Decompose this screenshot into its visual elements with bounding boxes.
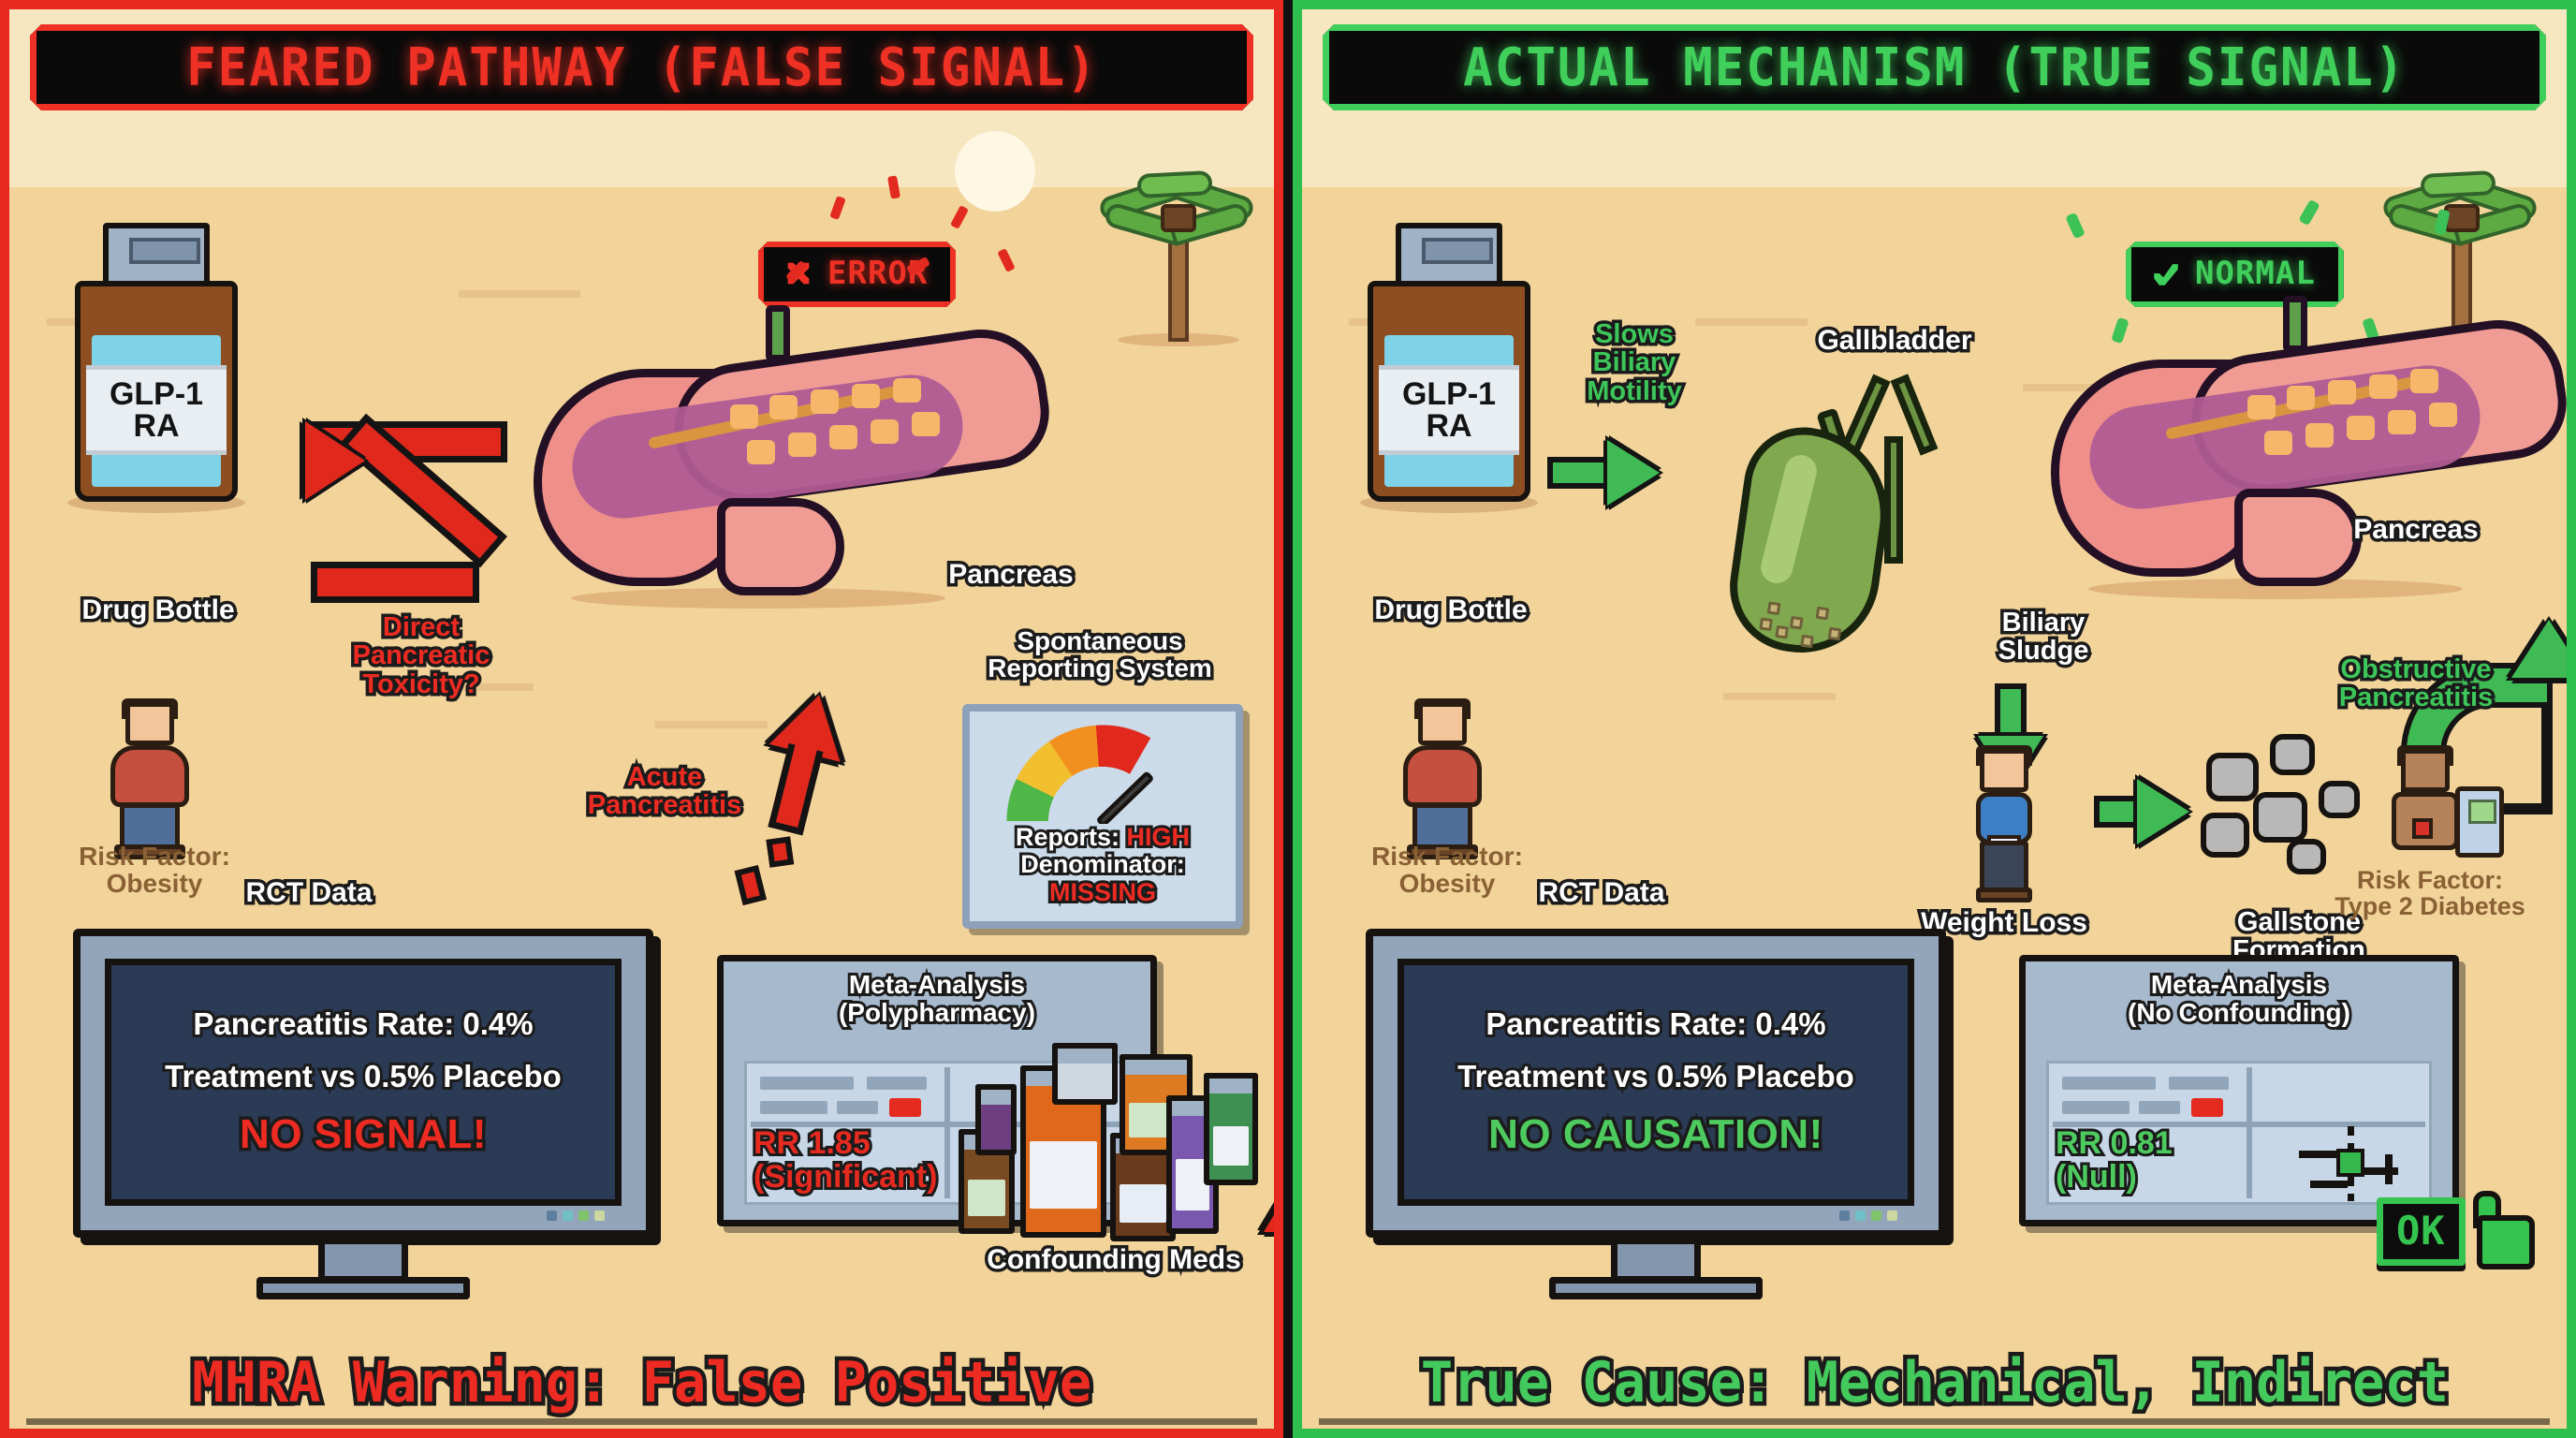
gallbladder-label: Gallbladder	[1814, 323, 1975, 359]
dune-detail	[1723, 693, 1836, 700]
obese-person-sprite-left	[94, 698, 206, 861]
drug-bottle-line2: RA	[133, 408, 180, 444]
monitor-led-indicators	[1839, 1211, 1897, 1221]
drug-bottle-line2: RA	[1426, 408, 1472, 444]
drug-bottle-caption: Drug Bottle	[79, 593, 238, 628]
drug-bottle-line1: GLP-1	[109, 376, 204, 412]
pancreas-sprite-left	[534, 305, 1058, 618]
glucose-meter-icon	[2455, 786, 2504, 858]
right-panel-title-bar: ACTUAL MECHANISM (TRUE SIGNAL)	[1323, 24, 2546, 110]
rct-monitor-left: Pancreatitis Rate: 0.4% Treatment vs 0.5…	[73, 929, 653, 1303]
meta-analysis-title-right: Meta-Analysis (No Confounding)	[2125, 967, 2353, 1030]
right-footer-text: True Cause: Mechanical, Indirect	[1416, 1346, 2452, 1420]
z-arrow-direct-toxicity	[305, 413, 520, 623]
confounding-meds-pile	[955, 1043, 1274, 1251]
dune-detail	[1695, 318, 1808, 326]
gallbladder-sprite	[1721, 374, 1957, 663]
ok-stamp-label: OK	[2396, 1207, 2446, 1254]
drug-bottle-line1: GLP-1	[1401, 376, 1497, 412]
spontaneous-reporting-caption: Spontaneous Reporting System	[985, 624, 1216, 685]
biliary-sludge-label: Biliary Sludge	[1995, 605, 2092, 668]
pancreas-label-right: Pancreas	[2350, 512, 2481, 548]
null-effect-marker	[2299, 1126, 2402, 1201]
risk-factor-obesity-left: Risk Factor:Obesity	[79, 842, 230, 899]
rct-monitor-right: Pancreatitis Rate: 0.4% Treatment vs 0.5…	[1366, 929, 1946, 1303]
right-panel-title: ACTUAL MECHANISM (TRUE SIGNAL)	[1462, 37, 2407, 98]
thumbs-up-icon	[2467, 1191, 2540, 1271]
warning-triangle-icon	[1264, 1135, 1274, 1232]
spontaneous-reporting-gauge-panel: Reports: HIGH Denominator: MISSING	[962, 704, 1243, 929]
diabetes-person-sprite	[2369, 745, 2504, 908]
reports-row: Reports: HIGH	[1013, 820, 1193, 853]
slows-biliary-motility-label: Slows Biliary Motility	[1584, 316, 1686, 408]
weightloss-to-gallstone-arrow	[2094, 779, 2189, 844]
rct-data-caption-left: RCT Data	[242, 875, 375, 911]
meta-analysis-board-right: Meta-Analysis (No Confounding) RR 0.81 (…	[2019, 955, 2459, 1226]
risk-factor-diabetes: Risk Factor:Type 2 Diabetes	[2334, 866, 2525, 921]
rct-line-2: Treatment vs 0.5% Placebo	[162, 1056, 564, 1096]
gallstone-cluster-sprite	[2201, 732, 2397, 882]
right-panel-actual-mechanism: ACTUAL MECHANISM (TRUE SIGNAL) NORMAL GL…	[1293, 0, 2576, 1438]
rct-verdict-right: NO CAUSATION!	[1486, 1108, 1826, 1160]
dune-detail	[655, 721, 768, 728]
forest-plot-right	[2046, 1061, 2432, 1205]
weight-loss-label: Weight Loss	[1918, 905, 2091, 941]
drug-bottle-caption: Drug Bottle	[1371, 593, 1530, 628]
left-panel-feared-pathway: FEARED PATHWAY (FALSE SIGNAL) ERROR GLP-…	[0, 0, 1283, 1438]
rct-line-2: Treatment vs 0.5% Placebo	[1455, 1056, 1857, 1096]
rct-verdict-left: NO SIGNAL!	[236, 1108, 490, 1160]
rct-line-1: Pancreatitis Rate: 0.4%	[1483, 1004, 1828, 1044]
normal-status-label: NORMAL	[2195, 255, 2316, 292]
slows-motility-arrow	[1547, 440, 1660, 506]
risk-factor-obesity-right: Risk Factor:Obesity	[1371, 842, 1523, 899]
right-footer: True Cause: Mechanical, Indirect	[1302, 1346, 2567, 1420]
monitor-led-indicators	[547, 1211, 605, 1221]
rct-data-caption-right: RCT Data	[1535, 875, 1668, 911]
left-footer: MHRA Warning: False Positive	[9, 1346, 1274, 1420]
ok-stamp: OK	[2377, 1191, 2540, 1271]
pancreas-sprite-right	[2051, 296, 2567, 609]
meta-analysis-title-left: Meta-Analysis (Polypharmacy)	[836, 967, 1038, 1030]
meta-rr-left: RR 1.85 (Significant)	[751, 1123, 940, 1196]
rct-line-1: Pancreatitis Rate: 0.4%	[190, 1004, 535, 1044]
palm-tree-icon	[2378, 150, 2539, 346]
dune-detail	[2023, 384, 2144, 391]
direct-toxicity-label: Direct Pancreatic Toxicity?	[349, 609, 493, 701]
pancreas-label-left: Pancreas	[945, 557, 1076, 593]
reports-gauge	[1004, 723, 1201, 824]
obese-person-sprite-right	[1386, 698, 1499, 861]
denominator-row: Denominator:	[1017, 848, 1187, 881]
normal-status-badge: NORMAL	[2126, 242, 2344, 307]
footer-divider	[26, 1418, 1257, 1425]
footer-divider	[1319, 1418, 2550, 1425]
confounding-meds-caption: Confounding Meds	[984, 1242, 1245, 1278]
left-footer-text: MHRA Warning: False Positive	[188, 1346, 1095, 1420]
palm-tree-icon	[1095, 150, 1256, 346]
meta-rr-right: RR 0.81 (Null)	[2053, 1123, 2175, 1196]
dune-detail	[412, 683, 534, 691]
denominator-value: MISSING	[1046, 875, 1159, 909]
weight-loss-person-sprite	[1948, 745, 2060, 908]
drug-bottle-left: GLP-1 RA	[67, 223, 245, 513]
obstructive-pancreatitis-label: Obstructive Pancreatitis	[2335, 652, 2496, 715]
sun-icon	[955, 131, 1035, 212]
acute-pancreatitis-label: Acute Pancreatitis	[584, 759, 744, 823]
left-panel-title-bar: FEARED PATHWAY (FALSE SIGNAL)	[30, 24, 1253, 110]
left-panel-title: FEARED PATHWAY (FALSE SIGNAL)	[185, 37, 1098, 98]
check-mark-icon	[2150, 257, 2182, 289]
drug-bottle-right: GLP-1 RA	[1360, 223, 1538, 513]
dune-detail	[459, 290, 580, 298]
